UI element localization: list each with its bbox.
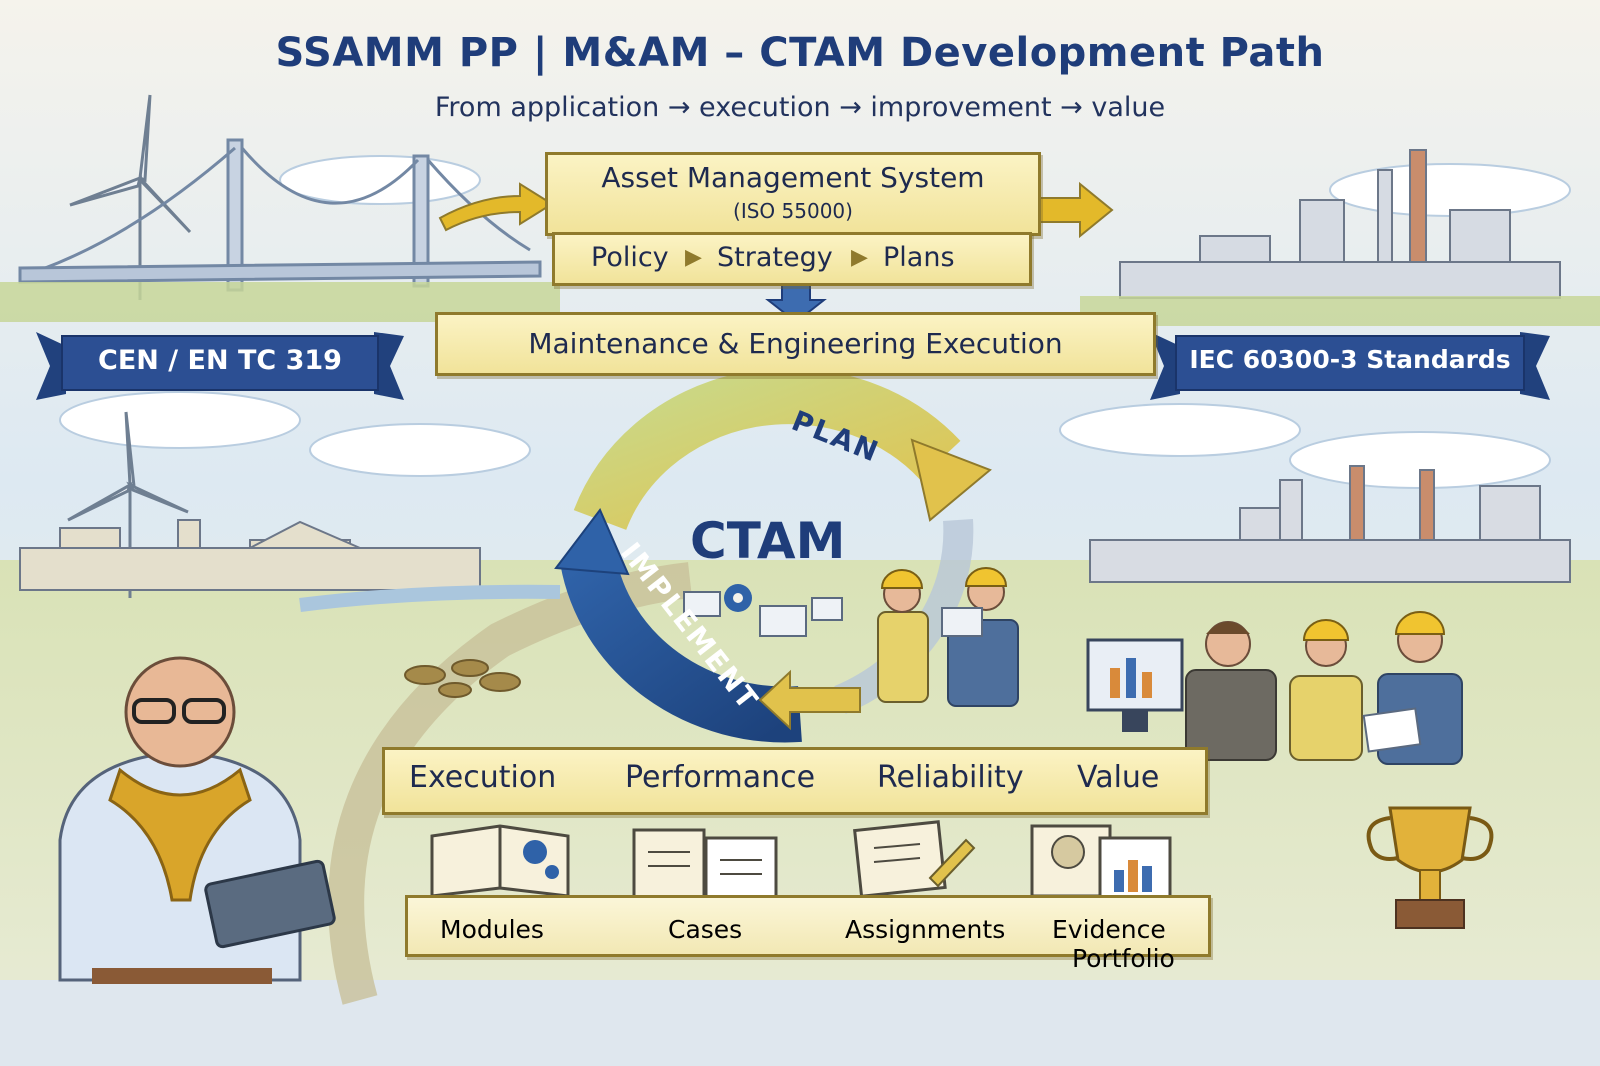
ams-title: Asset Management System (601, 161, 985, 194)
banner-cen-en-tc319: CEN / EN TC 319 (60, 338, 380, 386)
water-strip (0, 980, 1600, 1066)
value-step-reliability: Reliability (877, 760, 1024, 795)
cycle-arc-right (834, 519, 974, 714)
banner-iec-60300: IEC 60300-3 Standards (1170, 338, 1530, 386)
document-icon (1362, 707, 1422, 753)
page-subtitle: From application → execution → improveme… (434, 92, 1166, 123)
book-icon (430, 824, 570, 898)
page-title: SSAMM PP | M&AM – CTAM Development Path (275, 30, 1325, 76)
cycle-arc-plan (573, 368, 961, 531)
value-chain-box: Execution Performance Reliability Value (382, 747, 1208, 815)
document-icon (632, 828, 778, 904)
factory-icon (19, 519, 481, 591)
banner-left-label: CEN / EN TC 319 (98, 345, 342, 376)
value-step-execution: Execution (409, 760, 557, 795)
water-channel (299, 584, 561, 612)
presenter (58, 656, 336, 984)
execution-layer-box: Maintenance & Engineering Execution (435, 312, 1156, 376)
policy-strategy-plans-box: Policy ▶ Strategy ▶ Plans (552, 232, 1032, 286)
execution-layer-label: Maintenance & Engineering Execution (528, 327, 1063, 360)
grass-band (1080, 296, 1600, 326)
value-step-value: Value (1077, 760, 1160, 795)
factory-icon (1119, 149, 1561, 299)
step-strategy: Strategy (717, 242, 833, 273)
factory-icon (1089, 465, 1571, 583)
banner-shape-left (36, 332, 404, 400)
banner-shape-right (1150, 332, 1550, 400)
resource-portfolio: Portfolio (1072, 944, 1175, 973)
chart-icon (1142, 672, 1152, 698)
cycle-center-label: CTAM (690, 512, 846, 570)
cycle-arrow-bottom (758, 669, 861, 731)
gear-icon (724, 584, 752, 612)
ams-standard: (ISO 55000) (733, 199, 853, 223)
screen-icon (759, 605, 807, 637)
screen-icon (811, 597, 843, 621)
banner-right-label: IEC 60300-3 Standards (1189, 345, 1511, 374)
chart-icon (1110, 668, 1120, 698)
clouds (59, 155, 1571, 489)
resource-cases: Cases (668, 915, 743, 944)
notebook-icon (853, 820, 976, 898)
portfolio-icon (1030, 824, 1172, 902)
resource-assignments: Assignments (845, 915, 1006, 944)
resource-modules: Modules (440, 915, 544, 944)
step-policy: Policy (591, 242, 669, 273)
ams-box: Asset Management System (ISO 55000) (545, 152, 1041, 236)
stepping-stones (404, 659, 521, 698)
step-plans: Plans (883, 242, 955, 273)
resources-box (405, 895, 1211, 957)
office-team (1086, 611, 1463, 765)
chevron-right-icon: ▶ (685, 245, 702, 270)
value-step-performance: Performance (625, 760, 816, 795)
wind-turbine-icon (69, 94, 192, 300)
chart-icon (1126, 658, 1136, 698)
tablet-icon (204, 859, 336, 949)
screen-icon (683, 591, 721, 617)
ctam-cycle (554, 368, 992, 743)
resource-evidence: Evidence (1052, 915, 1166, 944)
cycle-arc-implement (560, 554, 802, 743)
chevron-right-icon: ▶ (851, 245, 868, 270)
trophy-icon (1366, 806, 1494, 929)
workers-group (877, 567, 1019, 707)
wind-turbine-icon (67, 411, 189, 598)
